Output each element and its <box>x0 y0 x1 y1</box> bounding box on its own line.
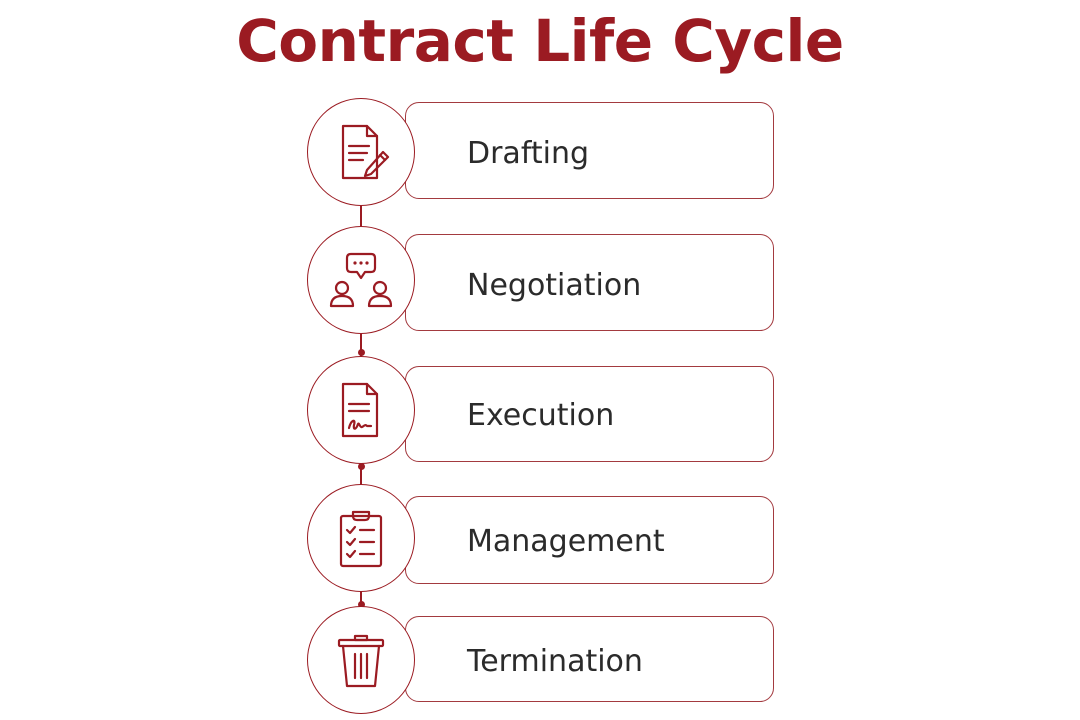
stage-circle-execution <box>307 356 415 464</box>
stage-label-negotiation: Negotiation <box>467 268 642 303</box>
people-chat-icon <box>329 252 393 308</box>
stage-label-execution: Execution <box>467 398 615 433</box>
connector-line <box>360 206 362 226</box>
stage-label-management: Management <box>467 524 665 559</box>
stage-box-termination <box>405 616 774 702</box>
stage-box-execution <box>405 366 774 462</box>
stage-circle-negotiation <box>307 226 415 334</box>
diagram-title: Contract Life Cycle <box>236 7 844 75</box>
stage-circle-termination <box>307 606 415 714</box>
stage-circle-management <box>307 484 415 592</box>
connector-dot <box>357 463 365 470</box>
connector-line <box>360 464 362 488</box>
clipboard-checklist-icon <box>339 510 383 568</box>
stage-box-drafting <box>405 102 774 199</box>
connector-dot <box>357 349 365 356</box>
signed-document-icon <box>341 382 379 438</box>
connector-dot <box>357 601 365 608</box>
stage-box-negotiation <box>405 234 774 331</box>
stage-box-management <box>405 496 774 584</box>
stage-label-drafting: Drafting <box>467 136 590 171</box>
trash-can-icon <box>337 634 385 688</box>
document-pencil-icon <box>341 124 390 180</box>
stage-label-termination: Termination <box>467 644 643 679</box>
connector-line <box>360 334 362 360</box>
stage-circle-drafting <box>307 98 415 206</box>
